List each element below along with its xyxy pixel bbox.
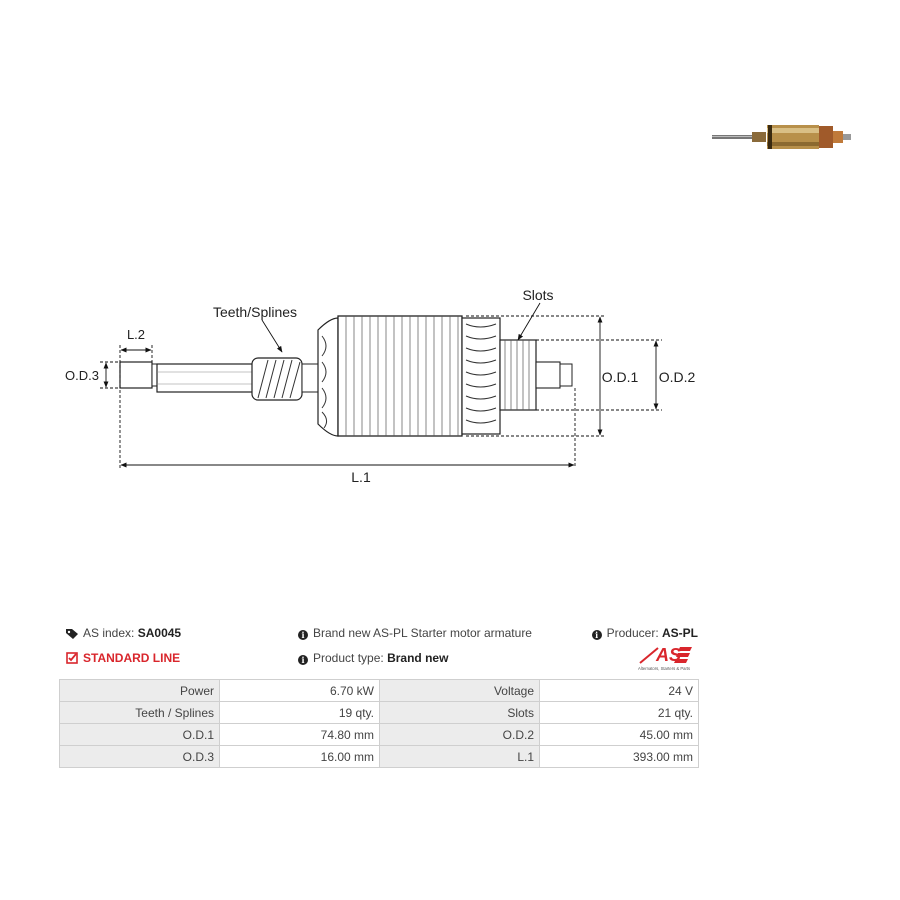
standard-line-badge: STANDARD LINE: [66, 651, 180, 665]
producer-label: Producer:: [606, 626, 659, 640]
spec-key: O.D.1: [59, 723, 220, 746]
as-index-value: SA0045: [137, 626, 182, 640]
splines: [251, 357, 303, 401]
product-type-value: Brand new: [387, 651, 449, 665]
info-icon: i: [591, 630, 602, 640]
l1-label: L.1: [351, 469, 371, 485]
spec-value: 74.80 mm: [219, 723, 380, 746]
spec-value: 16.00 mm: [219, 745, 380, 768]
slots-label: Slots: [522, 287, 553, 303]
standard-line-text: STANDARD LINE: [83, 651, 181, 665]
spec-value: 393.00 mm: [539, 745, 699, 768]
l2-label: L.2: [127, 327, 145, 342]
product-type-label: Product type:: [313, 651, 384, 665]
armature-core: [337, 315, 463, 437]
spec-key: O.D.3: [59, 745, 220, 768]
logo-text: AS: [655, 645, 681, 665]
spec-value: 6.70 kW: [219, 679, 380, 702]
product-type: i Product type: Brand new: [298, 651, 448, 665]
od3-label: O.D.3: [65, 368, 99, 383]
armature-technical-drawing: Teeth/Splines Slots L.2 O.D.3 O.D.1 O.D.…: [65, 287, 696, 485]
as-index-label: AS index:: [83, 626, 135, 640]
producer: i Producer: AS-PL: [591, 626, 698, 640]
spec-value: 24 V: [539, 679, 699, 702]
shaft-end: [119, 361, 158, 389]
spec-key: Voltage: [379, 679, 540, 702]
table-row: O.D.1 74.80 mm O.D.2 45.00 mm: [59, 723, 699, 746]
product-description: i Brand new AS-PL Starter motor armature: [298, 626, 532, 640]
spec-value: 45.00 mm: [539, 723, 699, 746]
info-icon: i: [298, 655, 308, 665]
spec-value: 19 qty.: [219, 701, 380, 724]
table-row: Teeth / Splines 19 qty. Slots 21 qty.: [59, 701, 699, 724]
as-pl-logo: AS Alternators, Starters & Parts: [638, 645, 692, 671]
shaft: [156, 363, 256, 393]
spec-key: Slots: [379, 701, 540, 724]
spec-key: Teeth / Splines: [59, 701, 220, 724]
info-icon: i: [298, 630, 308, 640]
spec-key: L.1: [379, 745, 540, 768]
tag-icon: [66, 629, 78, 639]
table-row: O.D.3 16.00 mm L.1 393.00 mm: [59, 745, 699, 768]
logo-tagline: Alternators, Starters & Parts: [638, 666, 690, 671]
spec-value: 21 qty.: [539, 701, 699, 724]
winding-end-right: [461, 317, 501, 435]
commutator: [499, 339, 537, 411]
od2-label: O.D.2: [659, 369, 696, 385]
as-index: AS index: SA0045: [66, 626, 181, 640]
rear-shaft: [535, 361, 573, 389]
dimension-lines: [100, 302, 662, 468]
spec-key: O.D.2: [379, 723, 540, 746]
winding-end-left: [317, 317, 339, 437]
od1-label: O.D.1: [602, 369, 639, 385]
spec-key: Power: [59, 679, 220, 702]
producer-value: AS-PL: [662, 626, 698, 640]
specs-table: Power 6.70 kW Voltage 24 V Teeth / Splin…: [59, 679, 699, 768]
product-thumbnail-image[interactable]: [712, 122, 852, 152]
description-text: Brand new AS-PL Starter motor armature: [313, 626, 532, 640]
teeth-splines-label: Teeth/Splines: [213, 304, 297, 320]
table-row: Power 6.70 kW Voltage 24 V: [59, 679, 699, 702]
check-square-icon: [66, 652, 78, 664]
